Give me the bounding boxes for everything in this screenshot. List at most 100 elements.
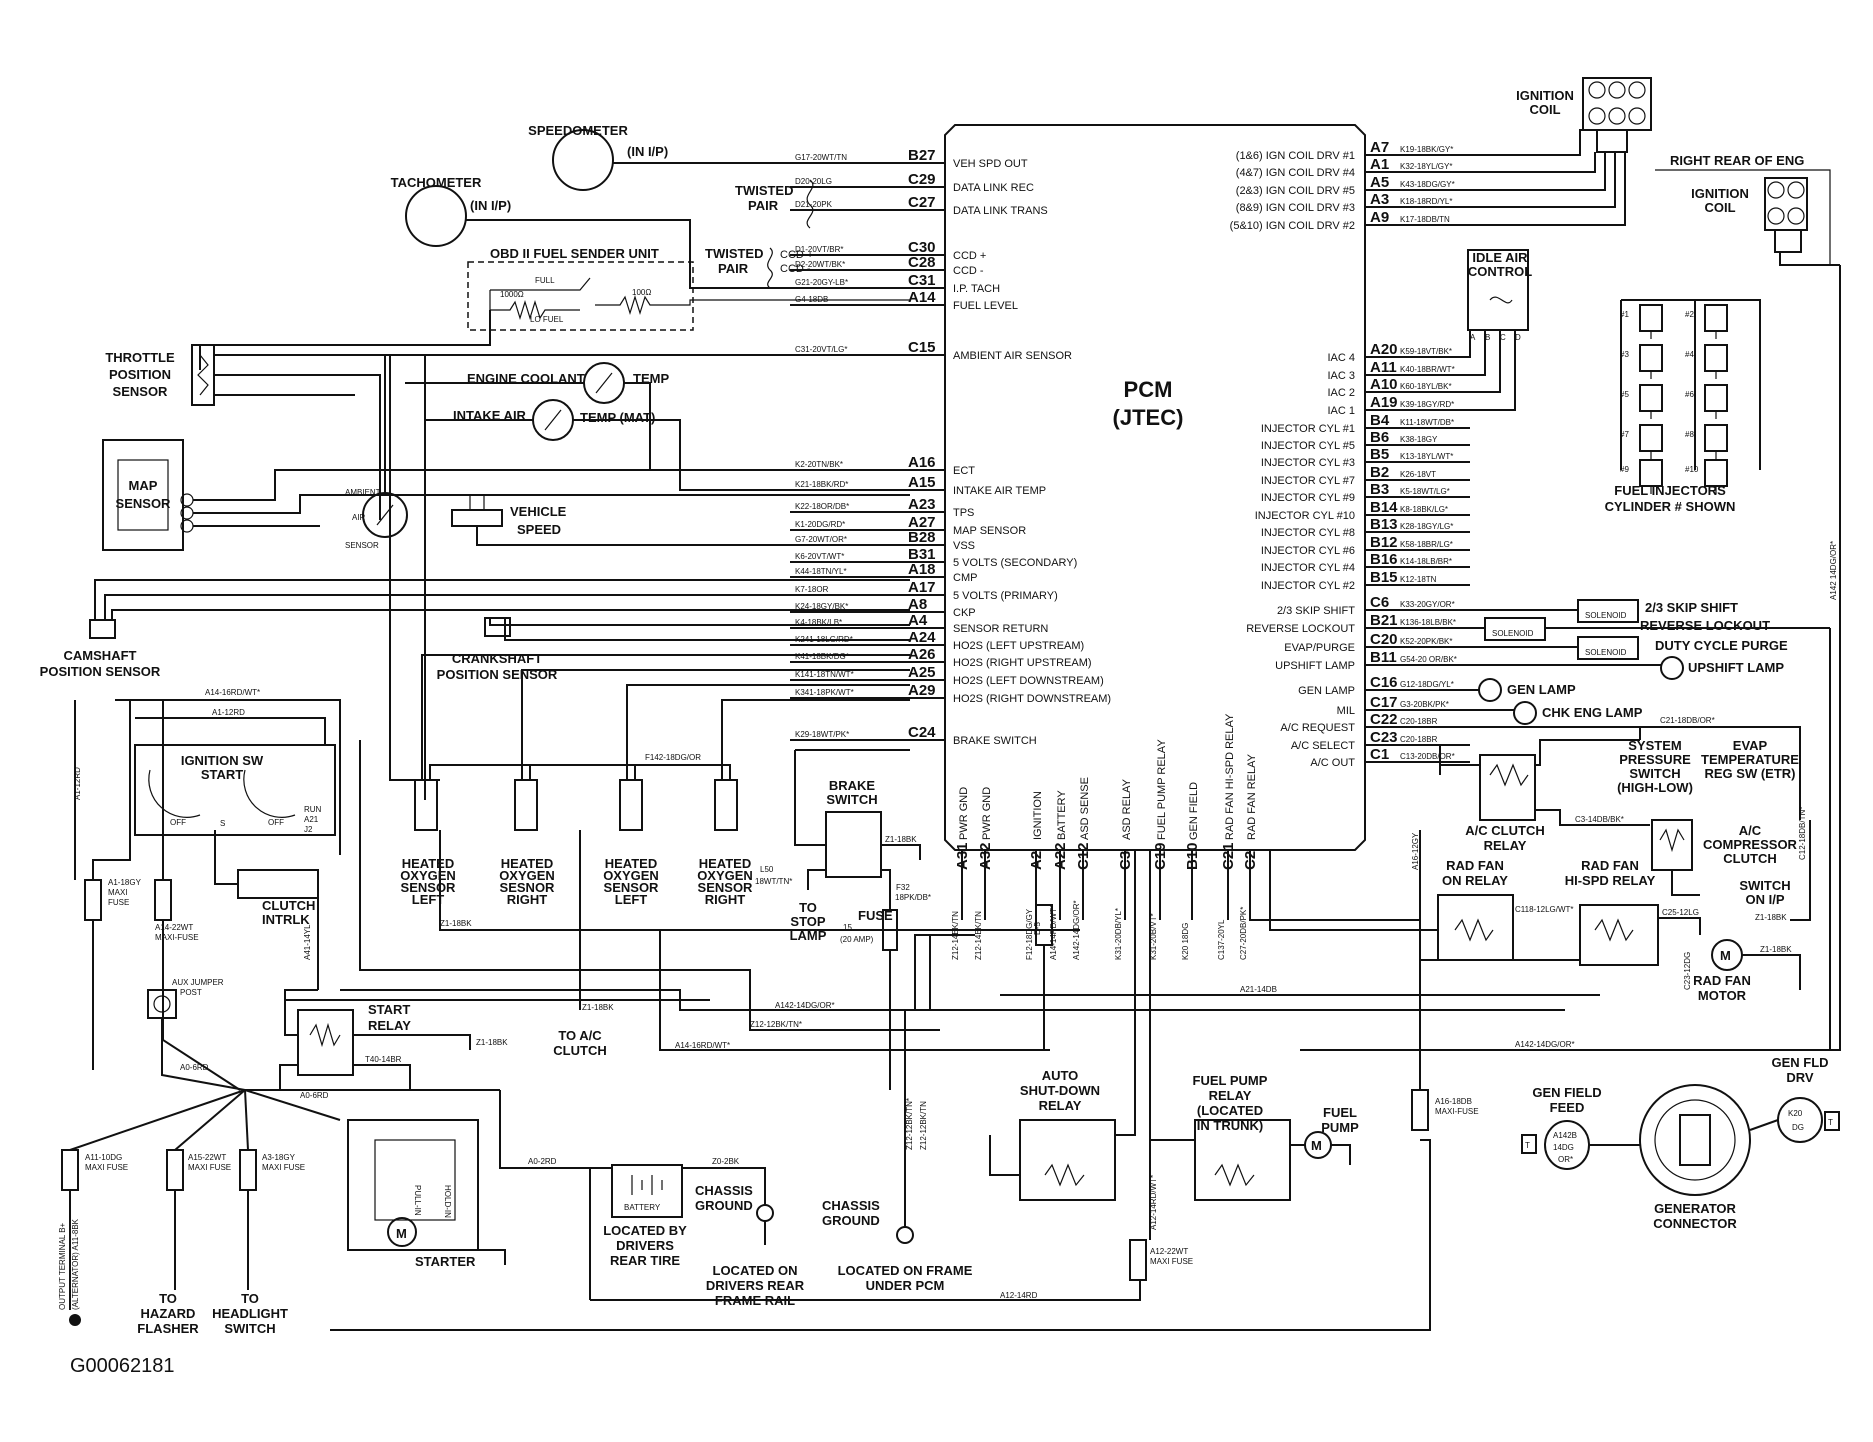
c23-wire: C23-12DG <box>1683 952 1692 990</box>
upshift-lamp-label: UPSHIFT LAMP <box>1688 660 1784 675</box>
pcm-left-pin: A27 <box>908 514 936 531</box>
pcm-right-signal: IAC 4 <box>1327 352 1355 364</box>
pcm-left-wire: D21-20PK <box>795 200 833 209</box>
o2-4-label-d: RIGHT <box>705 892 746 907</box>
rad-fan-hi-1: RAD FAN <box>1581 858 1639 873</box>
pcm-right-signal: (2&3) IGN COIL DRV #5 <box>1236 185 1355 197</box>
pcm-bottom-signal: IGNITION <box>1032 791 1044 840</box>
pcm-left-pin: B27 <box>908 147 936 164</box>
camshaft-label-1: CAMSHAFT <box>64 648 137 663</box>
chassis-ground-a-1: CHASSIS <box>695 1183 753 1198</box>
pcm-right-pin: A19 <box>1370 394 1398 411</box>
ambient-label-2: AIR <box>352 513 366 522</box>
throttle-label-1: THROTTLE <box>105 350 175 365</box>
o2-4-label-c: SENSOR <box>698 880 754 895</box>
sys-pressure-2: PRESSURE <box>1619 752 1691 767</box>
pcm-left-signal: AMBIENT AIR SENSOR <box>953 350 1072 362</box>
tachometer-gauge <box>405 185 467 247</box>
speedometer-gauge <box>552 129 614 191</box>
pcm-right-pin: A11 <box>1370 359 1397 376</box>
pcm-right-pin: B21 <box>1370 612 1398 629</box>
pcm-left-signal: MAP SENSOR <box>953 525 1026 537</box>
rad-fan-m: M <box>1720 948 1731 963</box>
pcm-left-wire: K4-18BK/LB* <box>795 618 842 627</box>
pcm-bottom-pin: A22 <box>1052 842 1069 870</box>
pcm-left-pin: A24 <box>908 629 936 646</box>
map-sensor <box>102 439 184 551</box>
pcm-right-wire: K8-18BK/LG* <box>1400 505 1448 514</box>
pcm-right-pin: C23 <box>1370 729 1398 746</box>
ignition-sw-label: IGNITION SW <box>181 753 264 768</box>
pcm-left-wire: K44-18TN/YL* <box>795 567 847 576</box>
fuse-a15-2: MAXI FUSE <box>188 1163 231 1172</box>
ambient-label-3: SENSOR <box>345 541 379 550</box>
pcm-right-wire: K40-18BR/WT* <box>1400 365 1455 374</box>
a142-wire-b: A142-14DG/OR* <box>1515 1040 1575 1049</box>
pcm-right-pin: B11 <box>1370 649 1397 666</box>
iac-d: D <box>1515 333 1521 342</box>
pcm-left-wire: K22-18OR/DB* <box>795 502 849 511</box>
fuse-a3-1: A3-18GY <box>262 1153 296 1162</box>
pcm-left-wire: G7-20WT/OR* <box>795 535 847 544</box>
located-frame-2: UNDER PCM <box>866 1278 945 1293</box>
to-hazard-2: HAZARD <box>141 1306 196 1321</box>
vehicle-speed-sensor <box>451 509 503 527</box>
off-label-2: OFF <box>268 818 284 827</box>
pcm-right-signal: INJECTOR CYL #1 <box>1261 423 1355 435</box>
pcm-right-wire: K52-20PK/BK* <box>1400 637 1452 646</box>
asd-label-1: AUTO <box>1042 1068 1079 1083</box>
pcm-left-signal: VEH SPD OUT <box>953 158 1028 170</box>
pcm-left-wire: K21-18BK/RD* <box>795 480 848 489</box>
o2-3-label-b: OXYGEN <box>603 868 659 883</box>
intake-air-temp-label: TEMP (MAT) <box>580 410 655 425</box>
pcm-title: PCM <box>1124 377 1173 402</box>
z1-wire-start: Z1-18BK <box>476 1038 508 1047</box>
maxi-fuse-a1 <box>84 879 102 921</box>
ac-comp-2: COMPRESSOR <box>1703 837 1798 852</box>
fuel-injector <box>1704 384 1728 412</box>
maxi-a12-1: A12-22WT <box>1150 1247 1188 1256</box>
clutch-label-1: CLUTCH <box>262 898 315 913</box>
pcm-bottom-wire: K31-20DB/YL* <box>1114 908 1123 960</box>
ambient-label-1: AMBIENT <box>345 488 381 497</box>
start-relay <box>297 1009 354 1076</box>
pcm-right-wire: K60-18YL/BK* <box>1400 382 1452 391</box>
pcm-bottom-wire: Z12-14BK/TN <box>974 911 983 960</box>
solenoid-1: SOLENOID <box>1585 611 1627 620</box>
fuel-injector <box>1639 384 1663 412</box>
twisted-pair-2-label-b: PAIR <box>718 261 749 276</box>
pcm-left-signal: DATA LINK TRANS <box>953 205 1048 217</box>
pcm-left-wire: K1-20DG/RD* <box>795 520 845 529</box>
a14-16rd-wire: A14-16RD/WT* <box>205 688 260 697</box>
z12-wire: Z12-12BK/TN* <box>750 1020 802 1029</box>
pcm-right-signal: INJECTOR CYL #2 <box>1261 580 1355 592</box>
z1-wire-ac: Z1-18BK <box>582 1003 614 1012</box>
tachometer-location: (IN I/P) <box>470 198 511 213</box>
pcm-bottom-pin: C3 <box>1117 851 1134 870</box>
chassis-ground-b-2: GROUND <box>822 1213 880 1228</box>
fuse-label-3: (20 AMP) <box>840 935 874 944</box>
pcm-left-wire: K41-18BK/DG* <box>795 652 849 661</box>
fuel-injector-number: #5 <box>1620 390 1629 399</box>
pcm-right-pin: B4 <box>1370 412 1390 429</box>
to-stop-lamp-1: TO <box>799 900 817 915</box>
o2-sensor-3 <box>619 779 643 831</box>
gen-lamp-label: GEN LAMP <box>1507 682 1576 697</box>
pcm-left-signal: BRAKE SWITCH <box>953 735 1037 747</box>
fuel-injector <box>1639 424 1663 452</box>
fuse-a3-2: MAXI FUSE <box>262 1163 305 1172</box>
ign-coil-b-1: IGNITION <box>1691 186 1749 201</box>
battery-loc-2: DRIVERS <box>616 1238 674 1253</box>
a142b-label: A142B <box>1553 1131 1577 1140</box>
ign-coil-a-2: COIL <box>1529 102 1560 117</box>
maxi-a1-1: A1-18GY <box>108 878 142 887</box>
pcm-right-pin: C6 <box>1370 594 1389 611</box>
located-frame-1: LOCATED ON FRAME <box>838 1263 973 1278</box>
pcm-left-wire: K7-18OR <box>795 585 829 594</box>
a0-6rd-1: A0-6RD <box>180 1063 209 1072</box>
fp-relay-4: IN TRUNK) <box>1197 1118 1263 1133</box>
l50-wire-2: 18WT/TN* <box>755 877 792 886</box>
pcm-right-wire: C13-20DB/OR* <box>1400 752 1455 761</box>
